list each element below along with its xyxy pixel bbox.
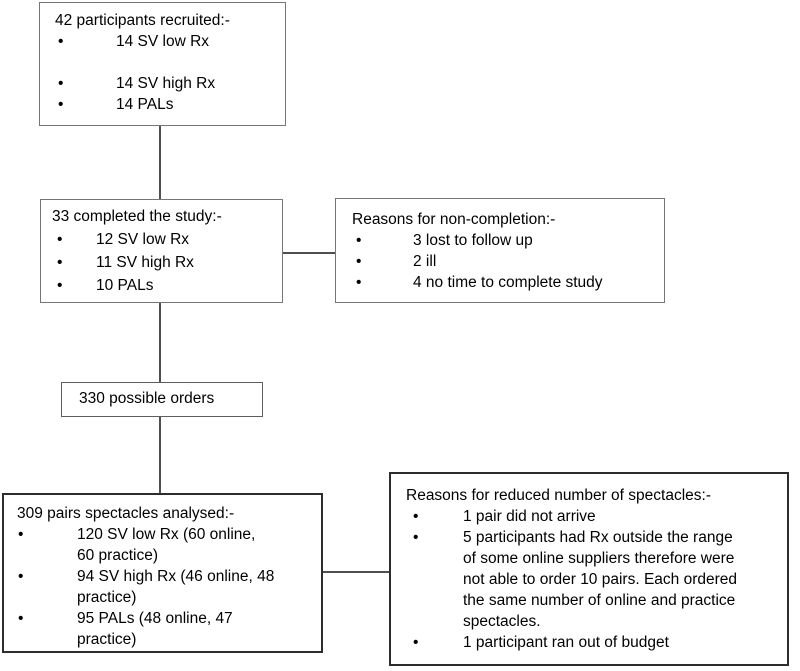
bullet-text: 12 SV low Rx — [96, 231, 190, 248]
bullet-item: • 14 SV high Rx — [55, 73, 279, 94]
box-reasons-non-completion: Reasons for non-completion:- • 3 lost to… — [335, 198, 665, 303]
box-completed: 33 completed the study:- • 12 SV low Rx … — [40, 199, 283, 303]
connector-completed-to-non-completion — [283, 252, 335, 254]
bullet-icon: • — [18, 610, 24, 627]
bullet-item: • 5 participants had Rx outside the rang… — [406, 527, 783, 632]
bullet-text: 2 ill — [413, 253, 437, 270]
connector-analysed-to-reduced — [323, 571, 389, 573]
bullet-text: 1 pair did not arrive — [463, 508, 596, 525]
bullet-text: practice) — [77, 589, 137, 606]
bullet-item: • 14 SV low Rx — [55, 31, 279, 52]
bullet-icon: • — [413, 529, 419, 546]
bullet-text: 10 PALs — [96, 277, 154, 294]
bullet-item: • 2 ill — [352, 251, 658, 272]
bullet-text: practice) — [77, 631, 137, 648]
bullet-text: 4 no time to complete study — [413, 274, 603, 291]
bullet-text: 14 SV high Rx — [116, 75, 216, 92]
box-recruited: 42 participants recruited:- • 14 SV low … — [39, 2, 286, 126]
bullet-item: • 1 pair did not arrive — [406, 506, 783, 527]
bullet-text: 14 SV low Rx — [116, 33, 210, 50]
bullet-text: 94 SV high Rx (46 online, 48 — [77, 568, 275, 585]
bullet-text: 5 participants had Rx outside the range — [463, 529, 733, 546]
bullet-item: • 95 PALs (48 online, 47 practice) — [17, 608, 317, 650]
bullet-item: • 11 SV high Rx — [52, 251, 276, 274]
bullet-text: 95 PALs (48 online, 47 — [77, 610, 233, 627]
bullet-icon: • — [413, 508, 419, 525]
connector-completed-to-orders — [159, 303, 161, 382]
bullet-item: • 120 SV low Rx (60 online, 60 practice) — [17, 524, 317, 566]
bullet-item: • 12 SV low Rx — [52, 228, 276, 251]
bullet-item: • 3 lost to follow up — [352, 230, 658, 251]
blank-line — [55, 52, 279, 73]
bullet-icon: • — [58, 33, 64, 50]
bullet-item: • 14 PALs — [55, 94, 279, 115]
box-title: Reasons for reduced number of spectacles… — [406, 487, 711, 504]
bullet-item: • 94 SV high Rx (46 online, 48 practice) — [17, 566, 317, 608]
box-title: 42 participants recruited:- — [55, 12, 230, 29]
bullet-icon: • — [57, 254, 63, 271]
box-title: 33 completed the study:- — [52, 208, 222, 225]
bullet-text: 3 lost to follow up — [413, 232, 533, 249]
bullet-text: not able to order 10 pairs. Each ordered — [463, 571, 738, 588]
connector-recruited-to-completed — [159, 126, 161, 199]
bullet-icon: • — [58, 75, 64, 92]
bullet-icon: • — [58, 96, 64, 113]
bullet-icon: • — [18, 568, 24, 585]
box-title: 330 possible orders — [79, 390, 215, 407]
bullet-icon: • — [57, 277, 63, 294]
bullet-text: the same number of online and practice — [463, 592, 736, 609]
bullet-icon: • — [18, 526, 24, 543]
bullet-text: 11 SV high Rx — [96, 254, 194, 271]
box-title: Reasons for non-completion:- — [352, 211, 556, 228]
bullet-item: • 10 PALs — [52, 274, 276, 297]
bullet-text: 60 practice) — [77, 547, 158, 564]
bullet-icon: • — [57, 231, 63, 248]
box-reasons-reduced: Reasons for reduced number of spectacles… — [389, 472, 789, 666]
bullet-text: 14 PALs — [116, 96, 174, 113]
bullet-icon: • — [356, 253, 362, 270]
bullet-text: 120 SV low Rx (60 online, — [77, 526, 256, 543]
bullet-item: • 4 no time to complete study — [352, 272, 658, 293]
bullet-icon: • — [356, 232, 362, 249]
bullet-icon: • — [356, 274, 362, 291]
bullet-icon: • — [413, 634, 419, 651]
bullet-text: spectacles. — [463, 613, 541, 630]
box-analysed: 309 pairs spectacles analysed:- • 120 SV… — [2, 493, 323, 653]
bullet-text: of some online suppliers therefore were — [463, 550, 735, 567]
bullet-text: 1 participant ran out of budget — [463, 634, 669, 651]
bullet-item: • 1 participant ran out of budget — [406, 632, 783, 653]
connector-orders-to-analysed — [159, 417, 161, 493]
box-title: 309 pairs spectacles analysed:- — [17, 505, 235, 522]
box-possible-orders: 330 possible orders — [61, 382, 263, 417]
